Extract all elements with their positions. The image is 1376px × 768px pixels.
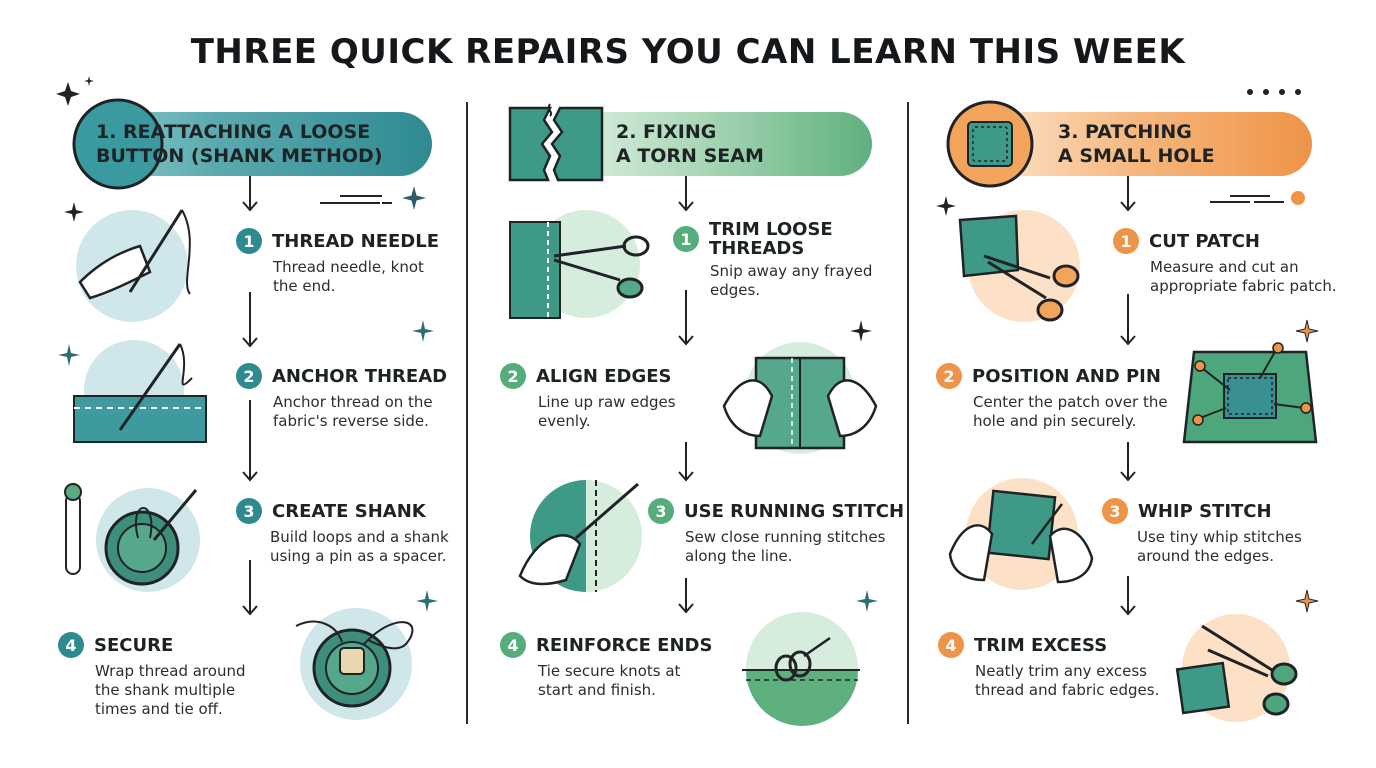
scissors-trim-icon: [509, 210, 650, 319]
sparkle-icon: [84, 76, 94, 86]
sparkle-icon: [412, 320, 434, 342]
patch-icon: [946, 100, 1034, 188]
flow-arrow: [242, 176, 258, 212]
step-title: ALIGN EDGES: [536, 365, 672, 387]
flow-arrow: [678, 578, 694, 614]
button-shank-pin-icon: [64, 483, 200, 592]
pinned-patch-icon: [1182, 342, 1318, 444]
s1-step2-head: 2 ANCHOR THREAD: [236, 363, 447, 389]
step-title: ANCHOR THREAD: [272, 365, 448, 387]
sparkle-icon: [56, 82, 80, 106]
step-title: TRIM EXCESS: [974, 634, 1108, 656]
hand-running-stitch-icon: [518, 480, 642, 592]
step-number-badge: 3: [1102, 498, 1128, 524]
step-number-badge: 2: [236, 363, 262, 389]
step-title: WHIP STITCH: [1138, 500, 1272, 522]
step-number-badge: 1: [236, 228, 262, 254]
flow-arrow: [1120, 442, 1136, 482]
s2-step1-head: 1 TRIM LOOSE THREADS: [673, 220, 833, 258]
s3-step2-head: 2 POSITION AND PIN: [936, 363, 1161, 389]
s1-step1-head: 1 THREAD NEEDLE: [236, 228, 439, 254]
s2-step4-head: 4 REINFORCE ENDS: [500, 632, 712, 658]
flow-arrow: [242, 560, 258, 616]
hand-threading-needle-icon: [76, 209, 191, 322]
hands-whip-stitch-icon: [948, 478, 1094, 590]
step-title: SECURE: [94, 634, 174, 656]
s1-step3-head: 3 CREATE SHANK: [236, 498, 426, 524]
step-number-badge: 4: [500, 632, 526, 658]
scissors-cut-patch-icon: [958, 210, 1080, 322]
step-number-badge: 1: [673, 226, 699, 252]
sparkle-icon: [64, 202, 84, 222]
section-3-title: 3. PATCHING A SMALL HOLE: [1058, 121, 1215, 167]
column-divider-1: [466, 102, 468, 724]
step-title: REINFORCE ENDS: [536, 634, 713, 656]
step-number-badge: 2: [500, 363, 526, 389]
step-description: Line up raw edges evenly.: [538, 393, 676, 430]
button-icon: [72, 98, 164, 190]
s2-step3-head: 3 USE RUNNING STITCH: [648, 498, 904, 524]
step-number-badge: 1: [1113, 228, 1139, 254]
hands-align-fabric-icon: [722, 342, 878, 454]
step-description: Measure and cut an appropriate fabric pa…: [1150, 258, 1337, 295]
step-description: Center the patch over the hole and pin s…: [973, 393, 1168, 430]
step-description: Thread needle, knot the end.: [273, 258, 424, 295]
step-title: THREAD NEEDLE: [272, 230, 440, 252]
step-description: Use tiny whip stitches around the edges.: [1137, 528, 1302, 565]
column-divider-2: [907, 102, 909, 724]
step-description: Wrap thread around the shank multiple ti…: [95, 662, 246, 718]
sparkle-icon: [936, 196, 956, 216]
sparkle-icon: [416, 590, 438, 612]
step-description: Anchor thread on the fabric's reverse si…: [273, 393, 433, 430]
sparkle-icon: [1295, 319, 1319, 343]
step-description: Build loops and a shank using a pin as a…: [270, 528, 449, 565]
sparkle-icon: [402, 186, 426, 210]
step-description: Snip away any frayed edges.: [710, 262, 873, 299]
flow-arrow: [678, 442, 694, 482]
step-description: Tie secure knots at start and finish.: [538, 662, 681, 699]
flow-arrow: [678, 176, 694, 212]
step-description: Neatly trim any excess thread and fabric…: [975, 662, 1160, 699]
flow-arrow: [1120, 176, 1136, 212]
sparkle-icon: [1295, 589, 1319, 613]
sparkle-icon: [856, 590, 878, 612]
torn-fabric-icon: [508, 103, 604, 182]
knot-icon: [742, 612, 860, 726]
flow-arrow: [678, 290, 694, 346]
dots-decoration: [1247, 89, 1301, 95]
step-title: POSITION AND PIN: [972, 365, 1161, 387]
flow-arrow: [1120, 576, 1136, 616]
flow-arrow: [1120, 294, 1136, 346]
section-2-title: 2. FIXING A TORN SEAM: [616, 121, 764, 167]
step-title: USE RUNNING STITCH: [684, 500, 905, 522]
step-number-badge: 3: [236, 498, 262, 524]
section-3-header: [992, 112, 1312, 176]
sparkle-icon: [58, 344, 80, 366]
needle-anchor-fabric-icon: [73, 340, 207, 443]
section-2-header: [560, 112, 872, 176]
dash-lines-decoration: [320, 195, 392, 204]
flow-arrow: [242, 292, 258, 348]
step-number-badge: 3: [648, 498, 674, 524]
s3-step4-head: 4 TRIM EXCESS: [938, 632, 1107, 658]
page-title: THREE QUICK REPAIRS YOU CAN LEARN THIS W…: [190, 32, 1186, 72]
section-1-title: 1. REATTACHING A LOOSE BUTTON (SHANK MET…: [96, 121, 383, 167]
s3-step1-head: 1 CUT PATCH: [1113, 228, 1260, 254]
scissors-trim-excess-icon: [1175, 614, 1298, 722]
step-title: TRIM LOOSE THREADS: [709, 219, 833, 259]
step-number-badge: 2: [936, 363, 962, 389]
step-number-badge: 4: [938, 632, 964, 658]
step-description: Sew close running stitches along the lin…: [685, 528, 886, 565]
dash-dot-decoration: [1210, 191, 1305, 205]
s1-step4-head: 4 SECURE: [58, 632, 173, 658]
step-number-badge: 4: [58, 632, 84, 658]
s3-step3-head: 3 WHIP STITCH: [1102, 498, 1272, 524]
flow-arrow: [242, 400, 258, 482]
sparkle-icon: [850, 320, 872, 342]
step-title: CUT PATCH: [1149, 230, 1260, 252]
s2-step2-head: 2 ALIGN EDGES: [500, 363, 671, 389]
step-title: CREATE SHANK: [272, 500, 426, 522]
button-wrap-thread-icon: [295, 608, 414, 720]
